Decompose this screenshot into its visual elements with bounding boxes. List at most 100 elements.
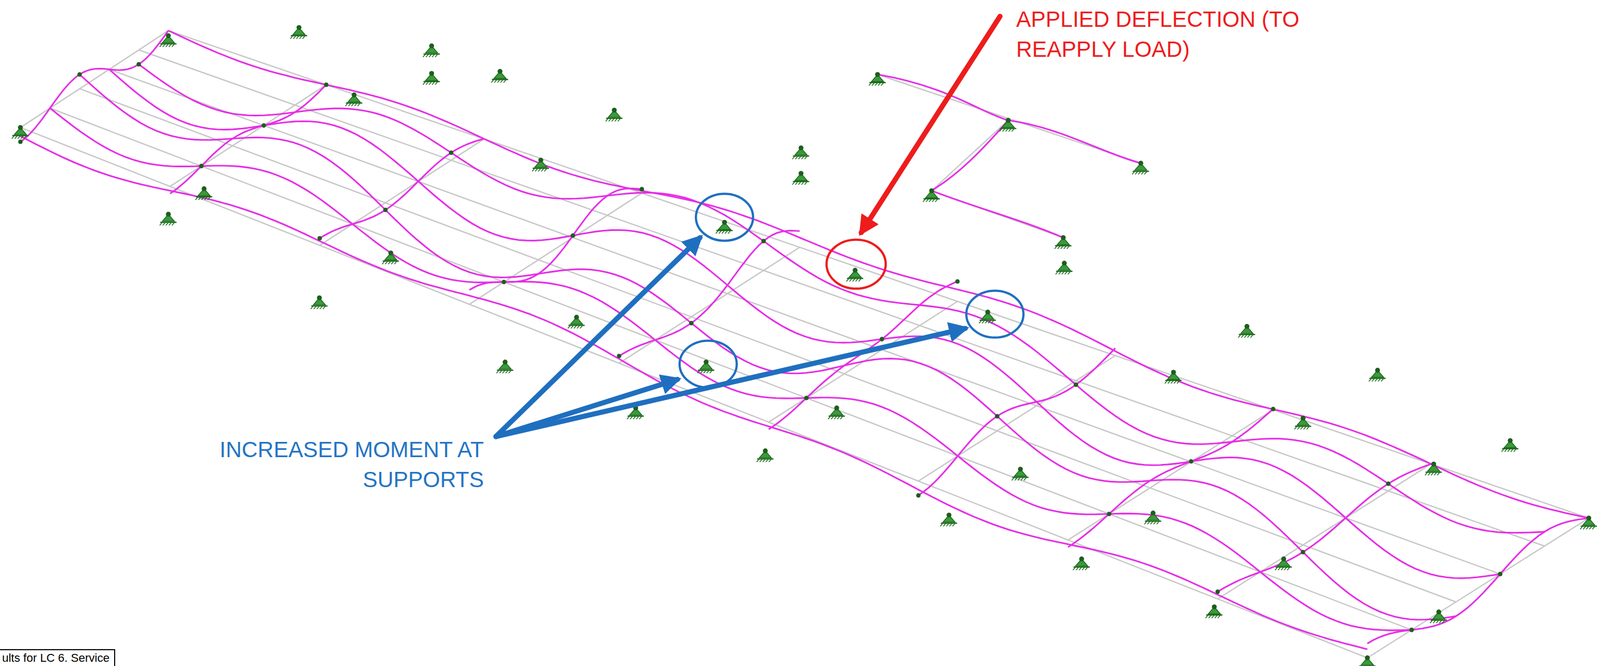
deformed-line xyxy=(931,120,1009,191)
pin-support xyxy=(1430,609,1447,624)
deformed-line xyxy=(138,64,1545,533)
grid-line xyxy=(138,49,1545,546)
pin-support xyxy=(923,188,940,202)
grid-line xyxy=(109,69,1501,574)
deformed-line xyxy=(1068,408,1274,548)
node-dot xyxy=(199,163,205,169)
node-dot xyxy=(1215,589,1221,595)
node-dot xyxy=(1270,406,1276,412)
node-dot xyxy=(570,233,576,238)
pin-support xyxy=(11,125,29,139)
grid-line xyxy=(931,190,1063,238)
node-dot xyxy=(448,150,454,156)
deformed-line xyxy=(109,69,1501,579)
grid-line xyxy=(931,120,1009,191)
pin-support xyxy=(310,295,328,309)
node-dot xyxy=(1106,511,1112,517)
node-dot xyxy=(879,336,885,342)
deformed-line xyxy=(918,348,1116,496)
support-symbols xyxy=(11,25,1597,666)
grid-line xyxy=(319,138,484,246)
node-dot xyxy=(1300,549,1306,555)
node-dot xyxy=(1073,382,1079,388)
node-dot xyxy=(689,320,694,326)
callout-text: APPLIED DEFLECTION (TO REAPPLY LOAD) xyxy=(1016,4,1311,65)
node-dot xyxy=(1586,515,1592,521)
pin-support xyxy=(1358,655,1376,666)
pin-support xyxy=(978,309,996,324)
node-dot xyxy=(916,492,921,498)
grid-line xyxy=(79,88,1456,603)
node-dot xyxy=(995,413,1000,419)
node-dot xyxy=(1188,459,1194,464)
pin-support xyxy=(1131,160,1149,175)
results-title: ults for LC 6. Service xyxy=(0,650,115,666)
pin-support xyxy=(1369,367,1386,382)
pin-support xyxy=(1274,556,1292,571)
pin-support xyxy=(1238,323,1255,338)
grid-line xyxy=(20,127,1368,658)
pin-support xyxy=(756,448,774,462)
grid-line xyxy=(619,247,800,363)
deformed-line xyxy=(319,138,484,239)
pin-support xyxy=(290,25,308,39)
pin-support xyxy=(422,71,440,85)
grid-line xyxy=(168,30,1589,519)
pin-support xyxy=(1055,260,1073,275)
pin-support xyxy=(159,33,177,47)
pin-support xyxy=(345,92,363,107)
deformed-line xyxy=(49,108,1412,631)
deformed-line xyxy=(469,188,642,290)
grid-line xyxy=(918,355,1116,481)
grid-line xyxy=(49,108,1412,631)
node-dot xyxy=(77,72,83,77)
pin-support xyxy=(827,405,845,420)
pin-support xyxy=(697,359,715,374)
pin-support xyxy=(715,219,733,234)
pin-support xyxy=(1144,510,1162,525)
node-dot xyxy=(382,207,388,213)
node-dot xyxy=(761,238,766,244)
deformed-line xyxy=(931,190,1063,238)
node-dot xyxy=(616,353,622,359)
deformed-line xyxy=(79,74,1456,620)
pin-support xyxy=(568,314,585,329)
pin-support xyxy=(382,250,400,265)
deformed-shape xyxy=(20,30,1589,650)
node-dot xyxy=(1385,481,1391,486)
pin-support xyxy=(496,359,514,374)
pin-support xyxy=(1072,556,1090,571)
node-dot xyxy=(1497,571,1503,577)
leader-arrows xyxy=(495,16,1000,437)
pin-support xyxy=(491,68,509,83)
node-dot xyxy=(804,395,809,401)
pin-support xyxy=(532,157,550,172)
pin-support xyxy=(1205,604,1223,619)
pin-support xyxy=(868,72,886,86)
pin-support xyxy=(1011,466,1029,481)
deformed-line xyxy=(1367,518,1589,644)
grid-line xyxy=(1367,518,1589,658)
node-dot xyxy=(955,279,960,285)
deformed-line xyxy=(20,30,169,142)
deformed-line xyxy=(169,84,327,194)
pin-support xyxy=(159,211,177,226)
pin-support xyxy=(605,107,623,122)
pin-support xyxy=(792,145,809,159)
undeformed-grid xyxy=(20,30,1589,658)
pin-support xyxy=(1424,461,1442,475)
node-dot xyxy=(639,186,645,192)
deformed-line xyxy=(20,136,1368,650)
node-dot xyxy=(501,279,507,285)
grid-line xyxy=(469,193,642,305)
node-dot xyxy=(317,236,323,241)
grid-line xyxy=(20,30,169,128)
pin-support xyxy=(1054,235,1072,249)
node-dot xyxy=(261,123,267,128)
pin-support xyxy=(422,43,440,58)
pin-support xyxy=(1580,515,1597,530)
deformed-line xyxy=(1217,463,1431,592)
pin-support xyxy=(1501,438,1519,452)
results-title-box: ults for LC 6. Service xyxy=(0,649,116,666)
